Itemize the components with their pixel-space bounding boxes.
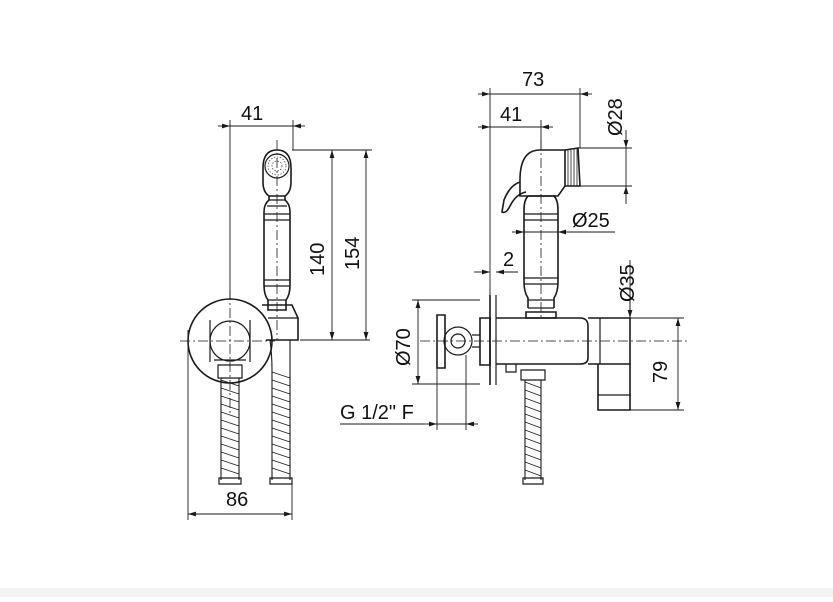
hand-shower-side (501, 147, 581, 319)
front-view: 41 140 154 86 (180, 103, 372, 520)
dim-side-dia-handle: Ø25 (572, 210, 610, 232)
hose-valve-front (217, 364, 243, 485)
dim-side-height-elbow: 79 (650, 361, 672, 383)
dim-side-dia-elbow: Ø35 (617, 264, 639, 302)
dim-side-dia-flange: Ø70 (393, 328, 415, 366)
side-view: 73 41 Ø28 Ø25 2 Ø35 (340, 69, 690, 485)
dim-side-thread: G 1/2" F (340, 402, 414, 424)
hose-front (269, 339, 293, 485)
holder-body (496, 317, 631, 411)
dim-front-height-total: 154 (342, 237, 364, 270)
dim-side-wall-gap: 2 (503, 249, 514, 271)
dim-side-width-total: 73 (522, 69, 544, 91)
hose-side (520, 369, 546, 485)
dim-side-dia-head: Ø28 (605, 98, 627, 136)
footer-band (0, 588, 833, 597)
valve-handle (436, 314, 480, 369)
dim-front-width-base: 86 (226, 489, 248, 511)
hand-shower-front (262, 149, 292, 311)
dim-side-width-hand: 41 (500, 104, 522, 126)
dim-front-height-hand: 140 (307, 243, 329, 276)
dim-front-width-top: 41 (241, 103, 263, 125)
